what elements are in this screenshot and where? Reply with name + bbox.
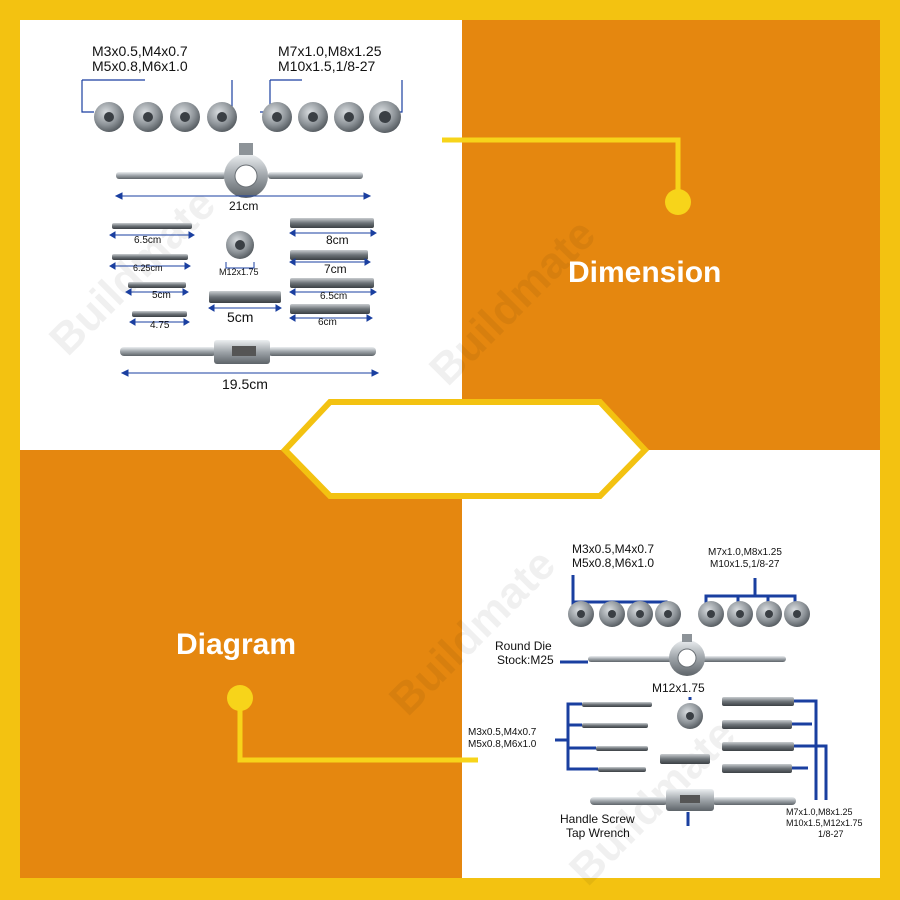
wrench-label-line2: Tap Wrench [566, 826, 630, 840]
dimension-title: Dimension [568, 256, 722, 289]
taps-right-bottom [722, 697, 794, 773]
tap-length-3: 5cm [152, 290, 171, 301]
taps-left-bottom [582, 702, 652, 772]
dimension-title-panel [462, 20, 880, 450]
diagram-title-panel [20, 450, 462, 878]
die-stock-top [116, 143, 363, 198]
die-stock-label-line2: Stock:M25 [497, 653, 554, 667]
diagram-die-right-line2: M10x1.5,1/8-27 [710, 559, 780, 570]
right-tap-length-1: 8cm [326, 233, 349, 247]
die-group-right-line1: M7x1.0,M8x1.25 [278, 43, 382, 59]
diagram-die-left-line1: M3x0.5,M4x0.7 [572, 542, 655, 556]
tap-length-2: 6.25cm [133, 263, 163, 273]
diagram-left-taps-line1: M3x0.5,M4x0.7 [468, 727, 537, 738]
tap-length-1: 6.5cm [134, 235, 162, 246]
center-die-label: M12x1.75 [219, 267, 259, 277]
center-tap-length: 5cm [227, 309, 254, 325]
die-group-left-line1: M3x0.5,M4x0.7 [92, 43, 188, 59]
diagram-right-taps-line2: M10x1.5,M12x1.75 [786, 818, 863, 828]
die-stock-bottom [588, 634, 786, 676]
tap-wrench-bottom [590, 789, 796, 811]
diagram-title: Diagram [176, 628, 297, 661]
diagram-die-left-line2: M5x0.8,M6x1.0 [572, 556, 655, 570]
right-tap-length-3: 6.5cm [320, 291, 348, 302]
wrench-length: 19.5cm [222, 376, 268, 392]
die-stock-length: 21cm [229, 199, 259, 213]
right-tap-length-4: 6cm [318, 317, 337, 328]
tap-wrench-top [120, 340, 376, 364]
wrench-label-line1: Handle Screw [560, 812, 635, 826]
round-dies-top [94, 101, 401, 133]
right-tap-length-2: 7cm [324, 262, 347, 276]
center-hexagon [280, 399, 650, 499]
dimension-connector [442, 137, 681, 202]
tap-length-4: 4.75 [150, 320, 170, 331]
diagram-die-right-line1: M7x1.0,M8x1.25 [708, 547, 782, 558]
die-group-right-line2: M10x1.5,1/8-27 [278, 58, 376, 74]
diagram-right-taps-line1: M7x1.0,M8x1.25 [786, 807, 853, 817]
die-group-left-line2: M5x0.8,M6x1.0 [92, 58, 188, 74]
taps-right-top [290, 218, 374, 314]
diagram-right-taps-line3: 1/8-27 [818, 829, 844, 839]
round-dies-bottom [568, 601, 810, 627]
die-stock-label-line1: Round Die [495, 639, 552, 653]
taps-left-top [112, 223, 192, 317]
diagram-left-taps-line2: M5x0.8,M6x1.0 [468, 739, 537, 750]
diagram-center-die: M12x1.75 [652, 681, 705, 695]
diagram-connector [237, 698, 478, 763]
